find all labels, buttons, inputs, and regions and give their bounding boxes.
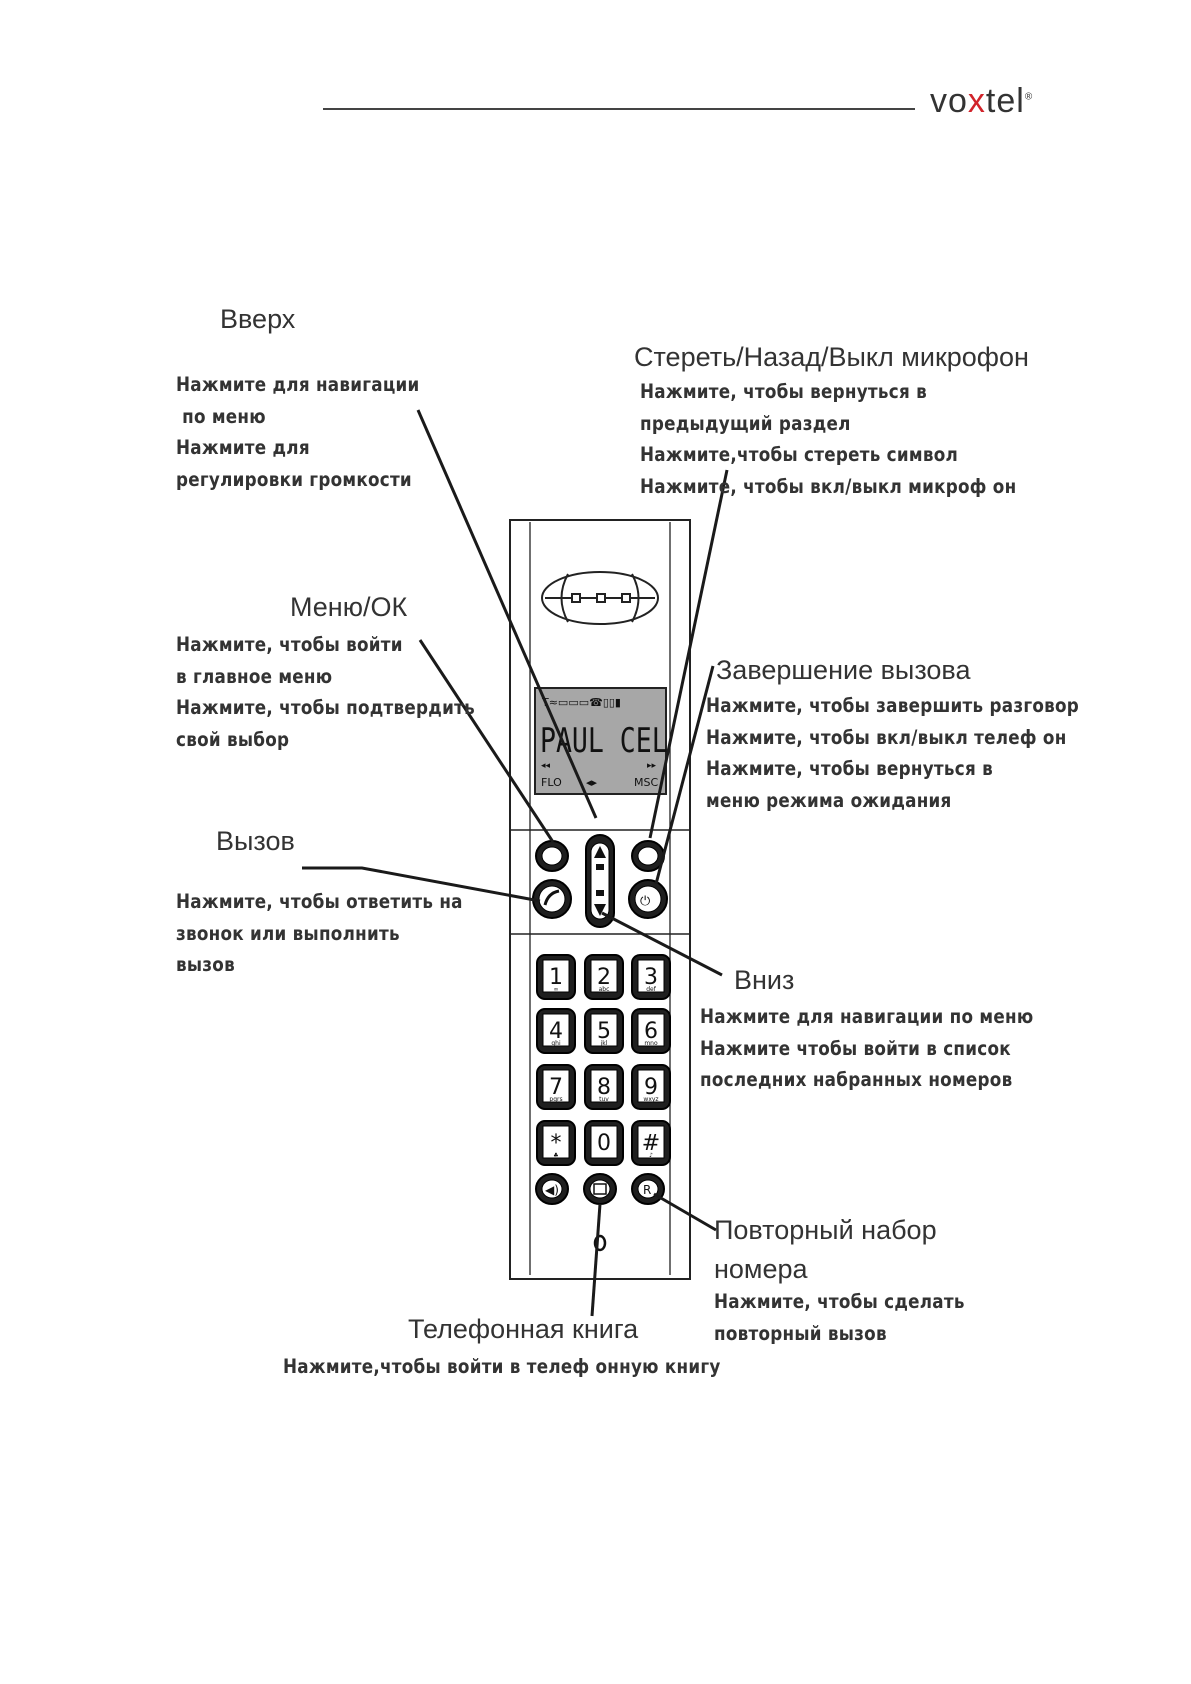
key-digit: # bbox=[642, 1131, 660, 1156]
key-digit: 2 bbox=[597, 965, 611, 990]
voxtel-logo: voxtel® bbox=[930, 82, 1034, 120]
header-rule bbox=[323, 108, 915, 110]
redial-icon: R bbox=[643, 1183, 651, 1197]
call-description: Нажмите, чтобы ответить на звонок или вы… bbox=[176, 890, 463, 976]
navigation-rocker[interactable] bbox=[585, 834, 615, 928]
key-1[interactable]: 1∞ bbox=[536, 954, 576, 1000]
leader-redial bbox=[653, 1192, 717, 1232]
erase-description: Нажмите, чтобы вернуться в предыдущий ра… bbox=[640, 380, 1017, 498]
lcd-screen: T≈▭▭▭☎▯▯▮ PAUL CEL ◂◂ ▸▸ FLO ◂▸ MSC bbox=[534, 687, 668, 795]
speaker-icon: ◀) bbox=[545, 1183, 559, 1197]
redial-description: Нажмите, чтобы сделать повторный вызов bbox=[714, 1290, 965, 1345]
leader-menu-ok bbox=[418, 639, 555, 843]
end-call-title: Завершение вызова bbox=[716, 655, 971, 685]
up-description: Нажмите для навигации по меню Нажмите дл… bbox=[176, 373, 420, 491]
key-digit: 5 bbox=[597, 1019, 611, 1044]
call-title: Вызов bbox=[216, 826, 295, 856]
menu-ok-title: Меню/ОК bbox=[290, 592, 408, 622]
leader-erase bbox=[648, 469, 729, 839]
svg-text:T≈▭▭▭☎▯▯▮: T≈▭▭▭☎▯▯▮ bbox=[541, 696, 621, 709]
key-digit: 1 bbox=[549, 965, 563, 990]
menu-ok-description: Нажмите, чтобы войти в главное меню Нажм… bbox=[176, 633, 475, 751]
redial-title: Повторный набор bbox=[714, 1215, 937, 1245]
phonebook-key[interactable] bbox=[583, 1173, 617, 1205]
key-letters: pqrs bbox=[549, 1096, 562, 1103]
key-letters: abc bbox=[599, 986, 610, 993]
key-letters: mno bbox=[644, 1040, 658, 1047]
earpiece bbox=[541, 571, 659, 625]
svg-text:▸▸: ▸▸ bbox=[647, 761, 657, 771]
end-call-key[interactable]: ⏻ bbox=[628, 879, 668, 919]
redial-title-cont: номера bbox=[714, 1254, 808, 1284]
key-digit: 6 bbox=[644, 1019, 658, 1044]
redial-key[interactable]: R bbox=[631, 1173, 665, 1205]
key-digit: 7 bbox=[549, 1075, 563, 1100]
down-arrow-icon[interactable] bbox=[594, 904, 606, 916]
key-digit: 0 bbox=[597, 1131, 611, 1156]
key-digit: 4 bbox=[549, 1019, 563, 1044]
key-star[interactable]: *♣ bbox=[536, 1120, 576, 1166]
key-letters: ghi bbox=[551, 1040, 561, 1047]
key-letters: wxyz bbox=[643, 1096, 658, 1103]
svg-text:◂▸: ◂▸ bbox=[586, 776, 598, 789]
key-digit: 9 bbox=[644, 1075, 658, 1100]
up-arrow-icon[interactable] bbox=[594, 846, 606, 858]
end-call-description: Нажмите, чтобы завершить разговор Нажмит… bbox=[706, 694, 1080, 812]
power-hangup-icon: ⏻ bbox=[640, 894, 650, 909]
key-letters: ♣ bbox=[553, 1152, 558, 1159]
clear-mute-key[interactable] bbox=[631, 840, 665, 872]
lcd-text: PAUL CEL bbox=[540, 722, 668, 761]
phone-handset-icon bbox=[543, 889, 560, 906]
menu-ok-key[interactable] bbox=[535, 840, 569, 872]
key-letters: ∞ bbox=[554, 986, 559, 993]
down-description: Нажмите для навигации по меню Нажмите чт… bbox=[700, 1005, 1034, 1091]
key-digit: 8 bbox=[597, 1075, 611, 1100]
leader-call bbox=[302, 866, 541, 903]
phonebook-description: Нажмите,чтобы войти в телеф онную книгу bbox=[283, 1355, 721, 1378]
key-letters: def bbox=[646, 986, 657, 993]
key-letters: jkl bbox=[600, 1040, 608, 1047]
down-title: Вниз bbox=[734, 965, 795, 995]
leader-down bbox=[601, 911, 723, 977]
key-digit: * bbox=[551, 1131, 562, 1156]
key-letters: ♪ bbox=[649, 1152, 653, 1159]
key-0[interactable]: 0 bbox=[584, 1120, 624, 1166]
key-letters: tuv bbox=[599, 1096, 609, 1103]
phonebook-title: Телефонная книга bbox=[408, 1314, 639, 1344]
lcd-bottom-left: FLO bbox=[541, 776, 562, 789]
key-digit: 3 bbox=[644, 965, 658, 990]
leader-up bbox=[416, 409, 598, 819]
up-title: Вверх bbox=[220, 304, 296, 334]
leader-phonebook bbox=[590, 1203, 602, 1317]
leader-end-call bbox=[654, 665, 715, 885]
book-icon bbox=[593, 1183, 607, 1195]
svg-text:◂◂: ◂◂ bbox=[541, 761, 551, 771]
erase-title: Стереть/Назад/Выкл микрофон bbox=[634, 342, 1029, 372]
speaker-key[interactable]: ◀) bbox=[535, 1173, 569, 1205]
key-hash[interactable]: #♪ bbox=[631, 1120, 671, 1166]
lcd-bottom-right: MSC bbox=[634, 776, 658, 789]
call-key[interactable] bbox=[532, 879, 572, 919]
leader-lines bbox=[302, 409, 729, 1317]
